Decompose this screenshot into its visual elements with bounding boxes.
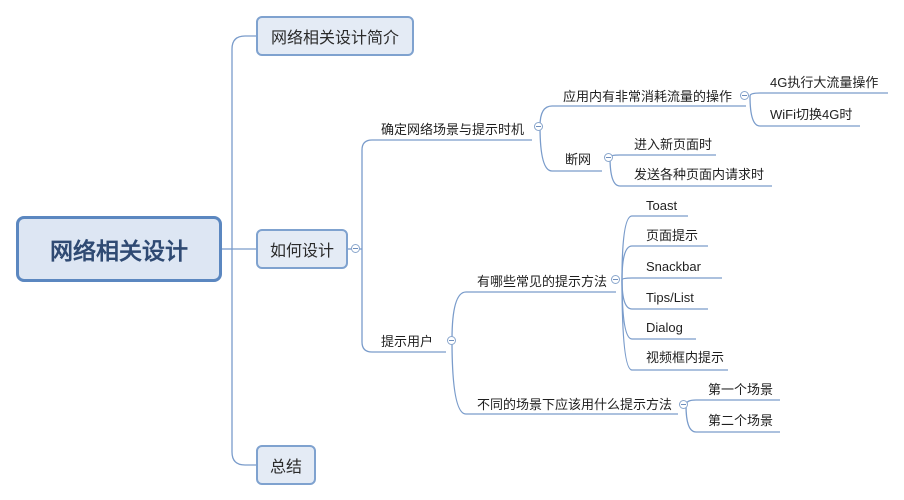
node-page-prompt[interactable]: 页面提示 <box>646 228 699 243</box>
collapse-toggle-prompt-icon[interactable] <box>447 336 456 345</box>
node-video-prompt[interactable]: 视频框内提示 <box>646 350 725 365</box>
node-tips-list[interactable]: Tips/List <box>646 290 694 305</box>
collapse-toggle-scenario-icon[interactable] <box>534 122 543 131</box>
collapse-toggle-heavy-icon[interactable] <box>740 91 749 100</box>
node-scenario[interactable]: 确定网络场景与提示时机 <box>381 122 525 137</box>
node-disconnect[interactable]: 断网 <box>565 152 592 167</box>
collapse-toggle-scenes-icon[interactable] <box>679 400 688 409</box>
node-prompt-user[interactable]: 提示用户 <box>381 334 434 349</box>
node-toast[interactable]: Toast <box>646 198 678 213</box>
node-scene-1[interactable]: 第一个场景 <box>708 382 774 397</box>
node-scene-2[interactable]: 第二个场景 <box>708 413 774 428</box>
topic-design[interactable]: 如何设计 <box>256 229 348 269</box>
node-methods[interactable]: 有哪些常见的提示方法 <box>477 274 608 289</box>
node-dialog[interactable]: Dialog <box>646 320 683 335</box>
node-enter-page[interactable]: 进入新页面时 <box>634 137 713 152</box>
collapse-toggle-disconnect-icon[interactable] <box>604 153 613 162</box>
node-snackbar[interactable]: Snackbar <box>646 259 701 274</box>
collapse-toggle-methods-icon[interactable] <box>611 275 620 284</box>
node-wifi-to-4g[interactable]: WiFi切换4G时 <box>770 107 853 122</box>
root-node[interactable]: 网络相关设计 <box>16 216 222 282</box>
topic-intro[interactable]: 网络相关设计简介 <box>256 16 414 56</box>
node-send-request[interactable]: 发送各种页面内请求时 <box>634 167 765 182</box>
topic-summary[interactable]: 总结 <box>256 445 316 485</box>
node-4g-heavy[interactable]: 4G执行大流量操作 <box>770 75 879 90</box>
node-heavy-traffic[interactable]: 应用内有非常消耗流量的操作 <box>563 89 733 104</box>
collapse-toggle-design-icon[interactable] <box>351 244 360 253</box>
node-scenes[interactable]: 不同的场景下应该用什么提示方法 <box>477 397 673 412</box>
